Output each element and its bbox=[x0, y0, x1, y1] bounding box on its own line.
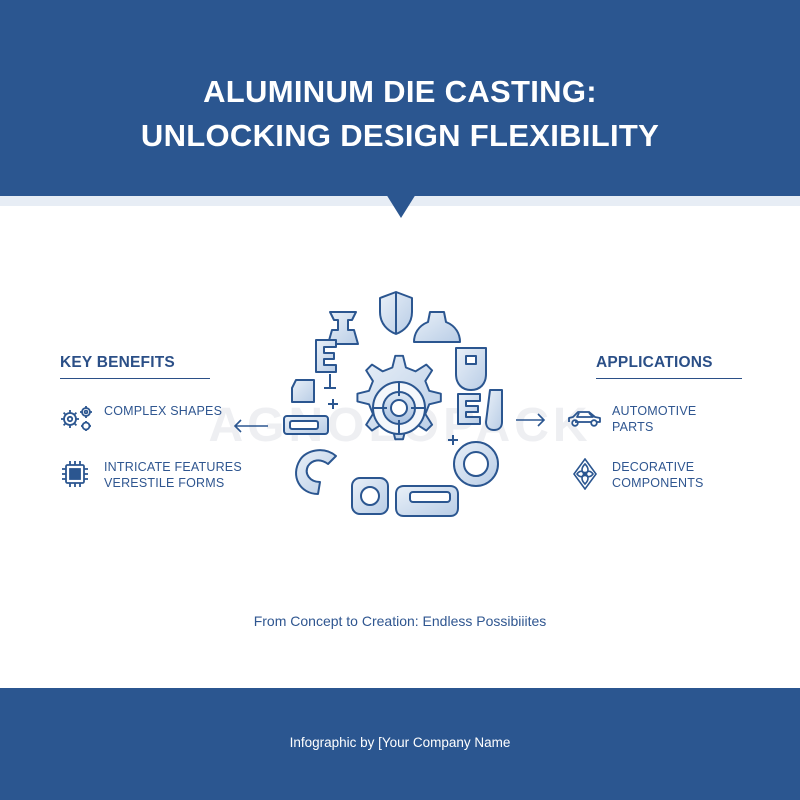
header-banner: ALUMINUM DIE CASTING: UNLOCKING DESIGN F… bbox=[0, 0, 800, 196]
application-label: DECORATIVE COMPONENTS bbox=[612, 459, 704, 491]
application-decorative: DECORATIVE COMPONENTS bbox=[566, 458, 704, 491]
arrow-left-icon bbox=[233, 419, 268, 433]
tagline: From Concept to Creation: Endless Possib… bbox=[253, 613, 547, 629]
ornament-icon bbox=[573, 458, 597, 490]
application-label-line: AUTOMOTIVE bbox=[612, 404, 697, 418]
title-line-1: ALUMINUM DIE CASTING: bbox=[203, 74, 597, 109]
application-label-line: COMPONENTS bbox=[612, 476, 704, 490]
benefit-label: COMPLEX SHAPES bbox=[104, 403, 222, 419]
arrow-right-icon bbox=[516, 413, 546, 427]
chip-icon bbox=[62, 461, 88, 487]
benefit-complex-shapes: COMPLEX SHAPES bbox=[58, 402, 222, 434]
benefit-intricate-features: INTRICATE FEATURES VERESTILE FORMS bbox=[58, 458, 242, 491]
application-label: AUTOMOTIVE PARTS bbox=[612, 403, 696, 435]
casting-parts-hub bbox=[283, 291, 503, 517]
page-title: ALUMINUM DIE CASTING: UNLOCKING DESIGN F… bbox=[0, 70, 800, 158]
applications-heading: APPLICATIONS bbox=[596, 354, 742, 379]
car-icon bbox=[568, 411, 601, 427]
benefit-label-line: VERESTILE FORMS bbox=[104, 476, 225, 490]
title-line-2: UNLOCKING DESIGN FLEXIBILITY bbox=[140, 118, 660, 153]
footer-banner: Infographic by [Your Company Name bbox=[0, 688, 800, 800]
footer-credit: Infographic by [Your Company Name bbox=[289, 735, 511, 750]
central-gear-icon bbox=[356, 354, 442, 441]
benefit-label-line: INTRICATE FEATURES bbox=[104, 460, 242, 474]
benefit-label: INTRICATE FEATURES VERESTILE FORMS bbox=[104, 459, 242, 491]
application-automotive: AUTOMOTIVE PARTS bbox=[566, 402, 696, 435]
application-label-line: PARTS bbox=[612, 420, 654, 434]
application-label-line: DECORATIVE bbox=[612, 460, 695, 474]
header-pointer bbox=[386, 194, 416, 218]
key-benefits-heading: KEY BENEFITS bbox=[60, 354, 210, 379]
benefit-label-line: COMPLEX SHAPES bbox=[104, 404, 223, 418]
gears-icon bbox=[61, 406, 92, 431]
